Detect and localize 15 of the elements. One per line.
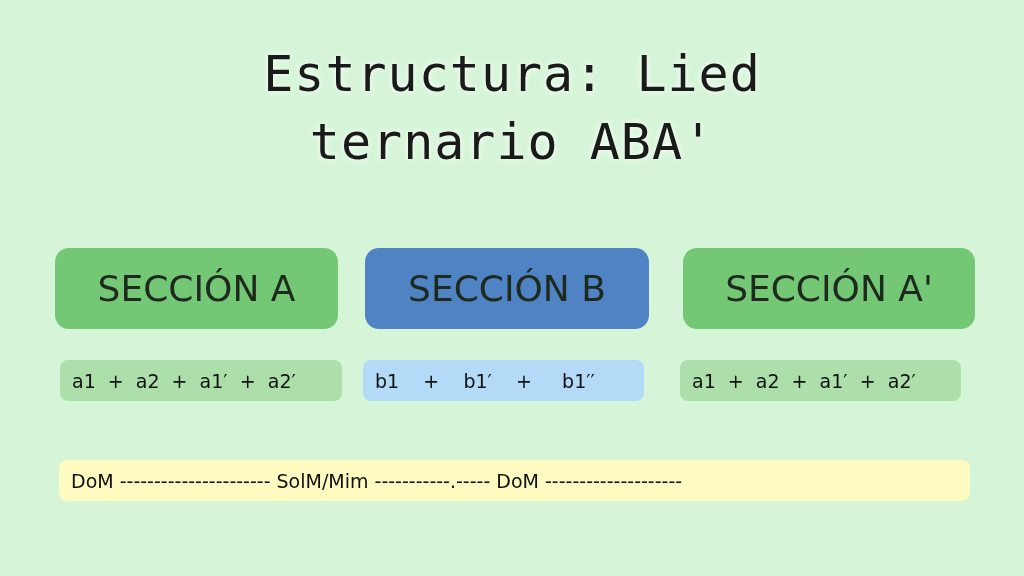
section-title: SECCIÓN A	[97, 268, 296, 309]
phrase-formula: a1 + a2 + a1′ + a2′	[72, 369, 296, 392]
phrase-formula: a1 + a2 + a1′ + a2′	[692, 369, 916, 392]
title: Estructura: Lied ternario ABA'	[262, 44, 762, 173]
key-scheme-panel	[59, 460, 970, 501]
section-title: SECCIÓN A'	[725, 268, 933, 309]
section-header-panel	[55, 248, 338, 329]
section-header-panel	[683, 248, 975, 329]
phrase-formula-panel	[60, 360, 342, 401]
tonality-scheme: DoM ---------------------- SolM/Mim -----------.----- DoM --------------------	[71, 469, 683, 492]
phrase-formula-panel	[680, 360, 961, 401]
section-title: SECCIÓN B	[408, 268, 606, 309]
phrase-formula-panel	[363, 360, 644, 401]
phrase-formula: b1 + b1′ + b1′′	[375, 369, 595, 392]
section-header-panel	[365, 248, 649, 329]
